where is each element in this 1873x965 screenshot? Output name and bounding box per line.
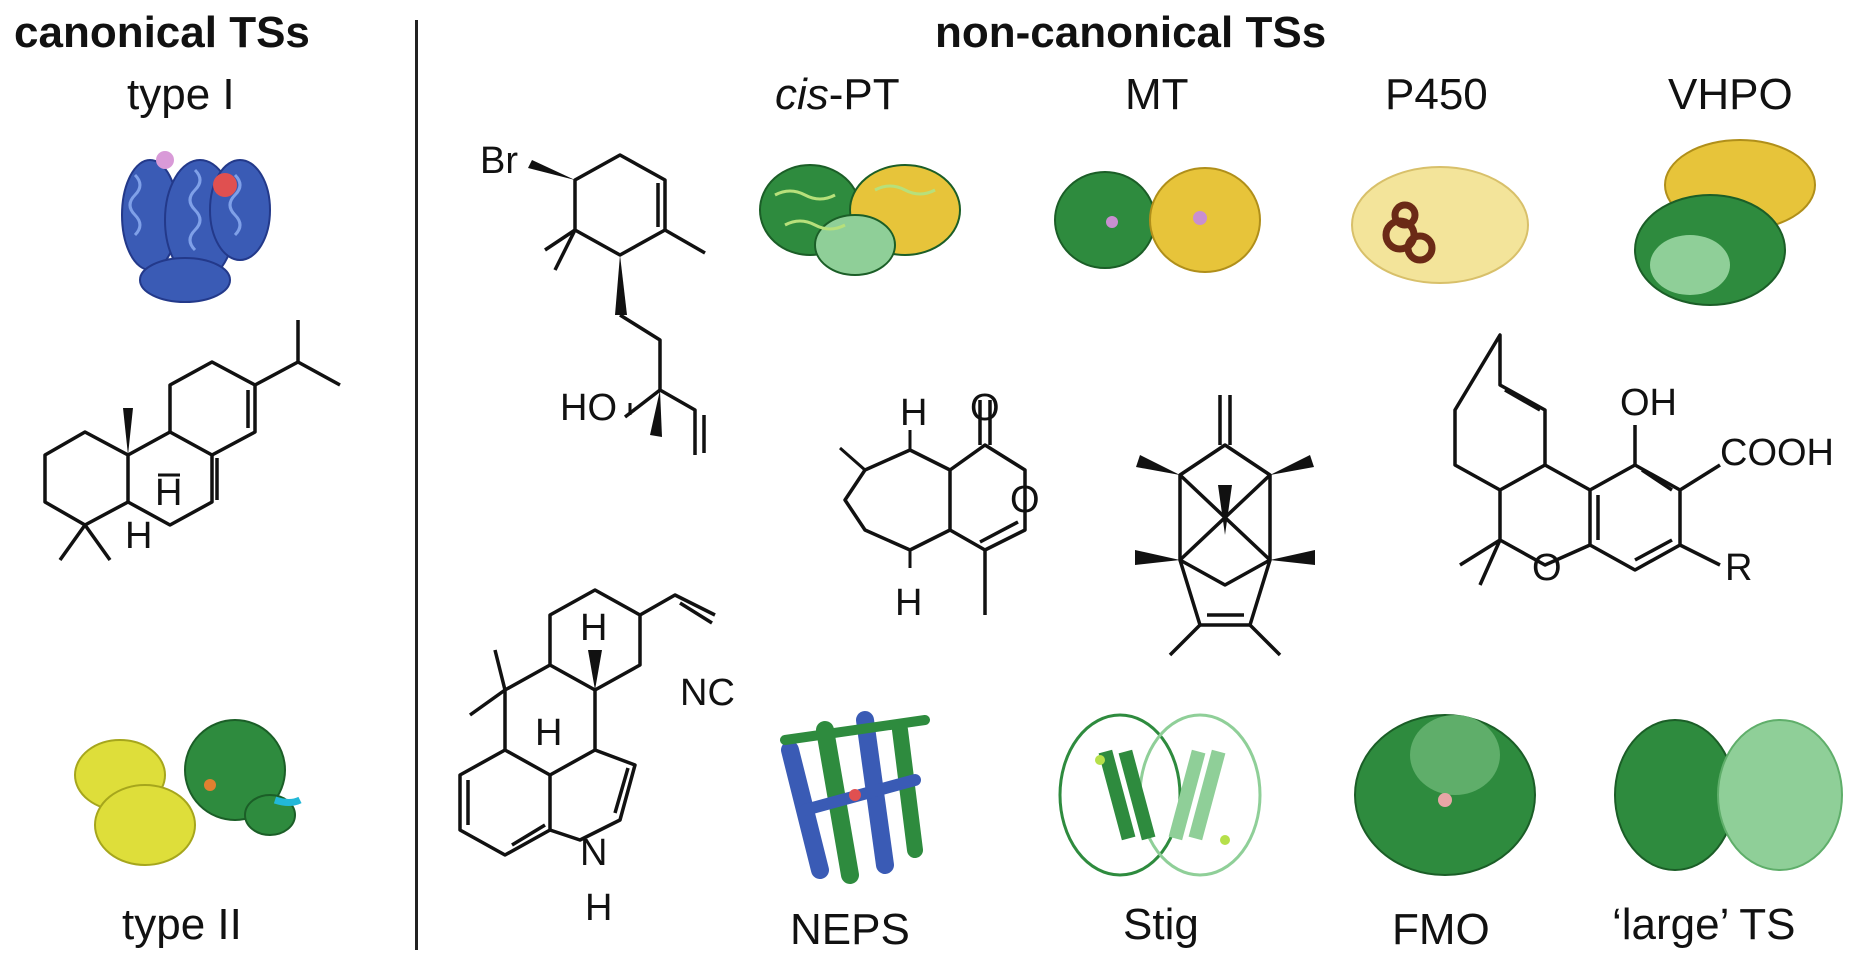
iridoid-lactone-structure: O O H H — [839, 387, 1040, 624]
type-i-ligand-red — [213, 173, 237, 197]
p450-label: P450 — [1385, 70, 1488, 119]
atom-h: H — [155, 472, 182, 514]
atom-h: H — [585, 887, 612, 929]
bromo-terpenoid-structure: Br HO — [480, 140, 706, 455]
cis-pt-label-rest: -PT — [828, 70, 900, 119]
cis-pt-label-italic: cis — [775, 70, 829, 119]
atom-h: H — [900, 392, 927, 434]
vhpo-protein-structure — [1634, 139, 1816, 306]
mt-protein-structure — [1054, 167, 1261, 273]
atom-nc: NC — [680, 672, 735, 714]
atom-h: H — [580, 607, 607, 649]
atom-ho: HO — [560, 387, 617, 429]
large-ts-protein-structure — [1614, 719, 1843, 871]
atom-r: R — [1725, 547, 1752, 589]
atom-oh: OH — [1620, 382, 1677, 424]
type-i-protein-structure — [121, 151, 271, 303]
atom-h: H — [125, 515, 152, 557]
isonitrile-alkaloid-structure: H H NC N H — [458, 588, 735, 929]
type-i-label: type I — [127, 70, 235, 119]
cis-pt-protein-structure — [759, 164, 961, 276]
type-ii-protein-structure — [74, 719, 302, 866]
large-ts-label: ‘large’ TS — [1612, 900, 1796, 949]
abietadiene-structure: H H — [43, 320, 341, 562]
cis-pt-label: cis-PT — [775, 70, 900, 120]
atom-h: H — [895, 582, 922, 624]
fmo-label: FMO — [1392, 905, 1490, 954]
stig-label: Stig — [1123, 900, 1199, 949]
mt-label: MT — [1125, 70, 1189, 119]
atom-o: O — [970, 387, 1000, 429]
tricyclic-hydrocarbon-structure — [1135, 395, 1315, 657]
atom-n: N — [580, 832, 607, 874]
section-divider — [415, 20, 418, 950]
vhpo-label: VHPO — [1668, 70, 1793, 119]
atom-h: H — [535, 712, 562, 754]
non-canonical-header: non-canonical TSs — [935, 8, 1327, 57]
neps-protein-structure — [780, 711, 930, 884]
cannabinoid-acid-structure: OH COOH R O — [1453, 333, 1834, 589]
atom-o: O — [1010, 479, 1040, 521]
atom-o: O — [1532, 547, 1562, 589]
p450-protein-structure — [1351, 166, 1529, 284]
atom-br: Br — [480, 140, 518, 182]
type-ii-label: type II — [122, 900, 242, 949]
fmo-protein-structure — [1354, 714, 1536, 876]
atom-cooh: COOH — [1720, 432, 1834, 474]
canonical-header: canonical TSs — [14, 8, 310, 57]
neps-label: NEPS — [790, 905, 910, 954]
stig-protein-structure — [1058, 713, 1262, 877]
